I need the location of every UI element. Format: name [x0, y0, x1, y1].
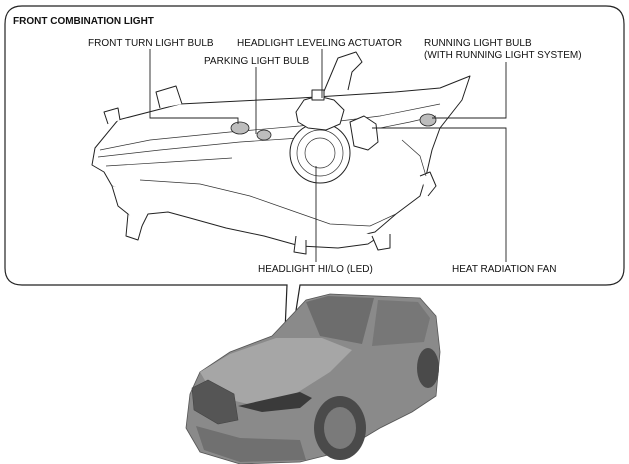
- label-front-turn-light-bulb: FRONT TURN LIGHT BULB: [88, 38, 214, 49]
- diagram-title: FRONT COMBINATION LIGHT: [13, 16, 154, 27]
- label-headlight-hi-lo-led: HEADLIGHT HI/LO (LED): [258, 264, 373, 275]
- headlamp-assembly: [91, 51, 471, 255]
- label-running-light-system: (WITH RUNNING LIGHT SYSTEM): [424, 50, 582, 61]
- vehicle-illustration: [185, 293, 441, 464]
- label-parking-light-bulb: PARKING LIGHT BULB: [204, 56, 310, 67]
- label-heat-radiation-fan: HEAT RADIATION FAN: [452, 264, 556, 275]
- label-running-light-bulb: RUNNING LIGHT BULB: [424, 38, 532, 49]
- leader-lines: [149, 49, 507, 262]
- label-headlight-leveling-actuator: HEADLIGHT LEVELING ACTUATOR: [237, 38, 402, 49]
